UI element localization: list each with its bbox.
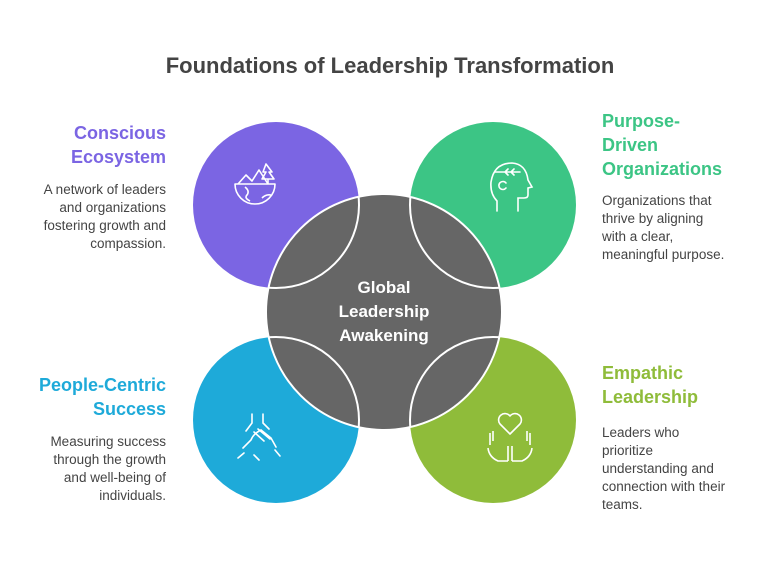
desc-line: teams. xyxy=(602,497,643,512)
center-line: Global xyxy=(357,278,411,297)
center-line: Leadership xyxy=(338,302,430,321)
desc-line: understanding and xyxy=(602,461,714,476)
diagram-title: Foundations of Leadership Transformation xyxy=(165,53,615,78)
center-label: Global Leadership Awakening xyxy=(300,276,468,348)
heading-line: Conscious xyxy=(73,123,166,143)
desc-people-centric: Measuring success through the growth and… xyxy=(10,433,166,505)
heading-purpose-driven: Purpose- Driven Organizations xyxy=(602,109,722,181)
heading-line: Success xyxy=(92,399,166,419)
heading-conscious-ecosystem: Conscious Ecosystem xyxy=(20,121,166,169)
desc-empathic-leadership: Leaders who prioritize understanding and… xyxy=(602,424,725,514)
desc-line: Organizations that xyxy=(602,193,712,208)
heading-line: Ecosystem xyxy=(70,147,166,167)
ecosystem-icon xyxy=(234,163,276,205)
desc-line: thrive by aligning xyxy=(602,211,704,226)
heart-hands-icon xyxy=(487,412,533,462)
desc-line: and organizations xyxy=(59,200,166,215)
heading-line: Organizations xyxy=(602,159,723,179)
desc-line: meaningful purpose. xyxy=(602,247,725,262)
mind-leaf-icon xyxy=(490,162,534,212)
desc-line: compassion. xyxy=(90,236,166,251)
heading-line: People-Centric xyxy=(38,375,166,395)
heading-line: Leadership xyxy=(602,387,699,407)
desc-line: prioritize xyxy=(602,443,654,458)
circle-center xyxy=(265,193,503,431)
helping-hands-icon xyxy=(237,413,281,461)
desc-line: through the growth xyxy=(53,452,166,467)
desc-line: with a clear, xyxy=(602,229,674,244)
desc-line: connection with their xyxy=(602,479,726,494)
center-line: Awakening xyxy=(339,326,429,345)
desc-line: A network of leaders xyxy=(43,182,166,197)
heading-line: Purpose- xyxy=(602,111,681,131)
heading-empathic-leadership: Empathic Leadership xyxy=(602,361,698,409)
desc-line: individuals. xyxy=(99,488,166,503)
desc-purpose-driven: Organizations that thrive by aligning wi… xyxy=(602,192,724,264)
desc-line: Measuring success xyxy=(50,434,166,449)
heading-line: Empathic xyxy=(602,363,684,383)
desc-conscious-ecosystem: A network of leaders and organizations f… xyxy=(10,181,166,253)
desc-line: and well-being of xyxy=(63,470,166,485)
heading-people-centric: People-Centric Success xyxy=(10,373,166,421)
desc-line: Leaders who xyxy=(602,425,680,440)
heading-line: Driven xyxy=(602,135,659,155)
desc-line: fostering growth and xyxy=(43,218,166,233)
